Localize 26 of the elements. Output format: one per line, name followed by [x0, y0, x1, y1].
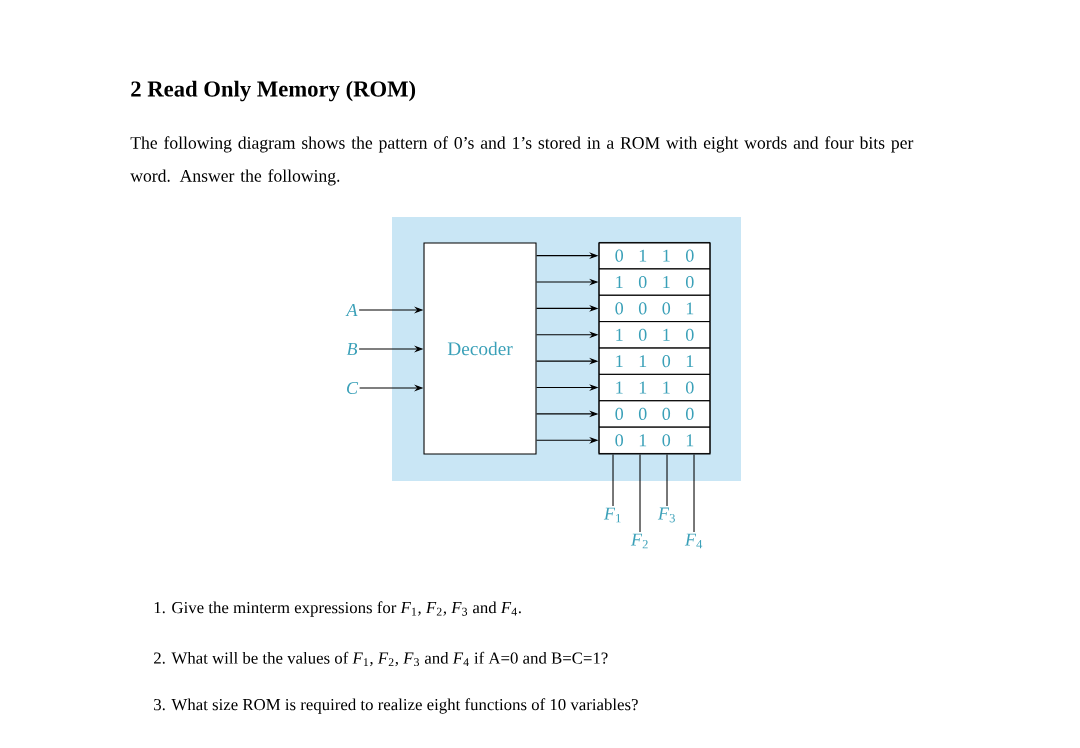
memory-word: 1 1 1 0	[598, 373, 711, 402]
decoder-box: Decoder	[423, 242, 537, 455]
memory-word: 0 1 0 1	[598, 426, 711, 454]
input-label: C	[347, 381, 359, 395]
memory-word: 1 0 1 0	[598, 321, 711, 349]
output-line	[639, 454, 641, 533]
heading: 2 Read Only Memory (ROM)	[131, 80, 416, 102]
output-label: F$_{2}$	[630, 533, 648, 549]
output-line	[693, 454, 695, 533]
memory-word: 0 0 0 0	[598, 400, 711, 428]
output-label: F$_{3}$	[657, 507, 675, 523]
output-line	[666, 454, 668, 507]
question: 1. Give the minterm expressions for F$_{1}$, F$_{2}$, F$_{3}$ and F$_{4}$.	[154, 601, 521, 617]
output-label: F$_{1}$	[603, 507, 621, 523]
rom-array	[598, 242, 711, 455]
memory-word: 1 0 1 0	[598, 268, 711, 296]
output-line	[612, 454, 614, 507]
question: 3. What size ROM is required to realize eight functions of 10 variables?	[154, 698, 638, 714]
input-label: B	[346, 343, 358, 355]
memory-word: 0 0 0 1	[598, 294, 711, 323]
input-label: A	[345, 304, 358, 316]
question: 2. What will be the values of F$_{1}$, F$_{2}$, F$_{3}$ and F$_{4}$ if A=0 and B=C=1?	[154, 651, 608, 667]
paragraph: The following diagram shows the pattern of 0’s and 1’s stored in a ROM with eight words and four bits per word. Answer the following.	[130, 136, 914, 186]
memory-word: 1 1 0 1	[598, 347, 711, 375]
output-label: F$_{4}$	[684, 533, 703, 549]
memory-word: 0 1 1 0	[598, 242, 711, 270]
